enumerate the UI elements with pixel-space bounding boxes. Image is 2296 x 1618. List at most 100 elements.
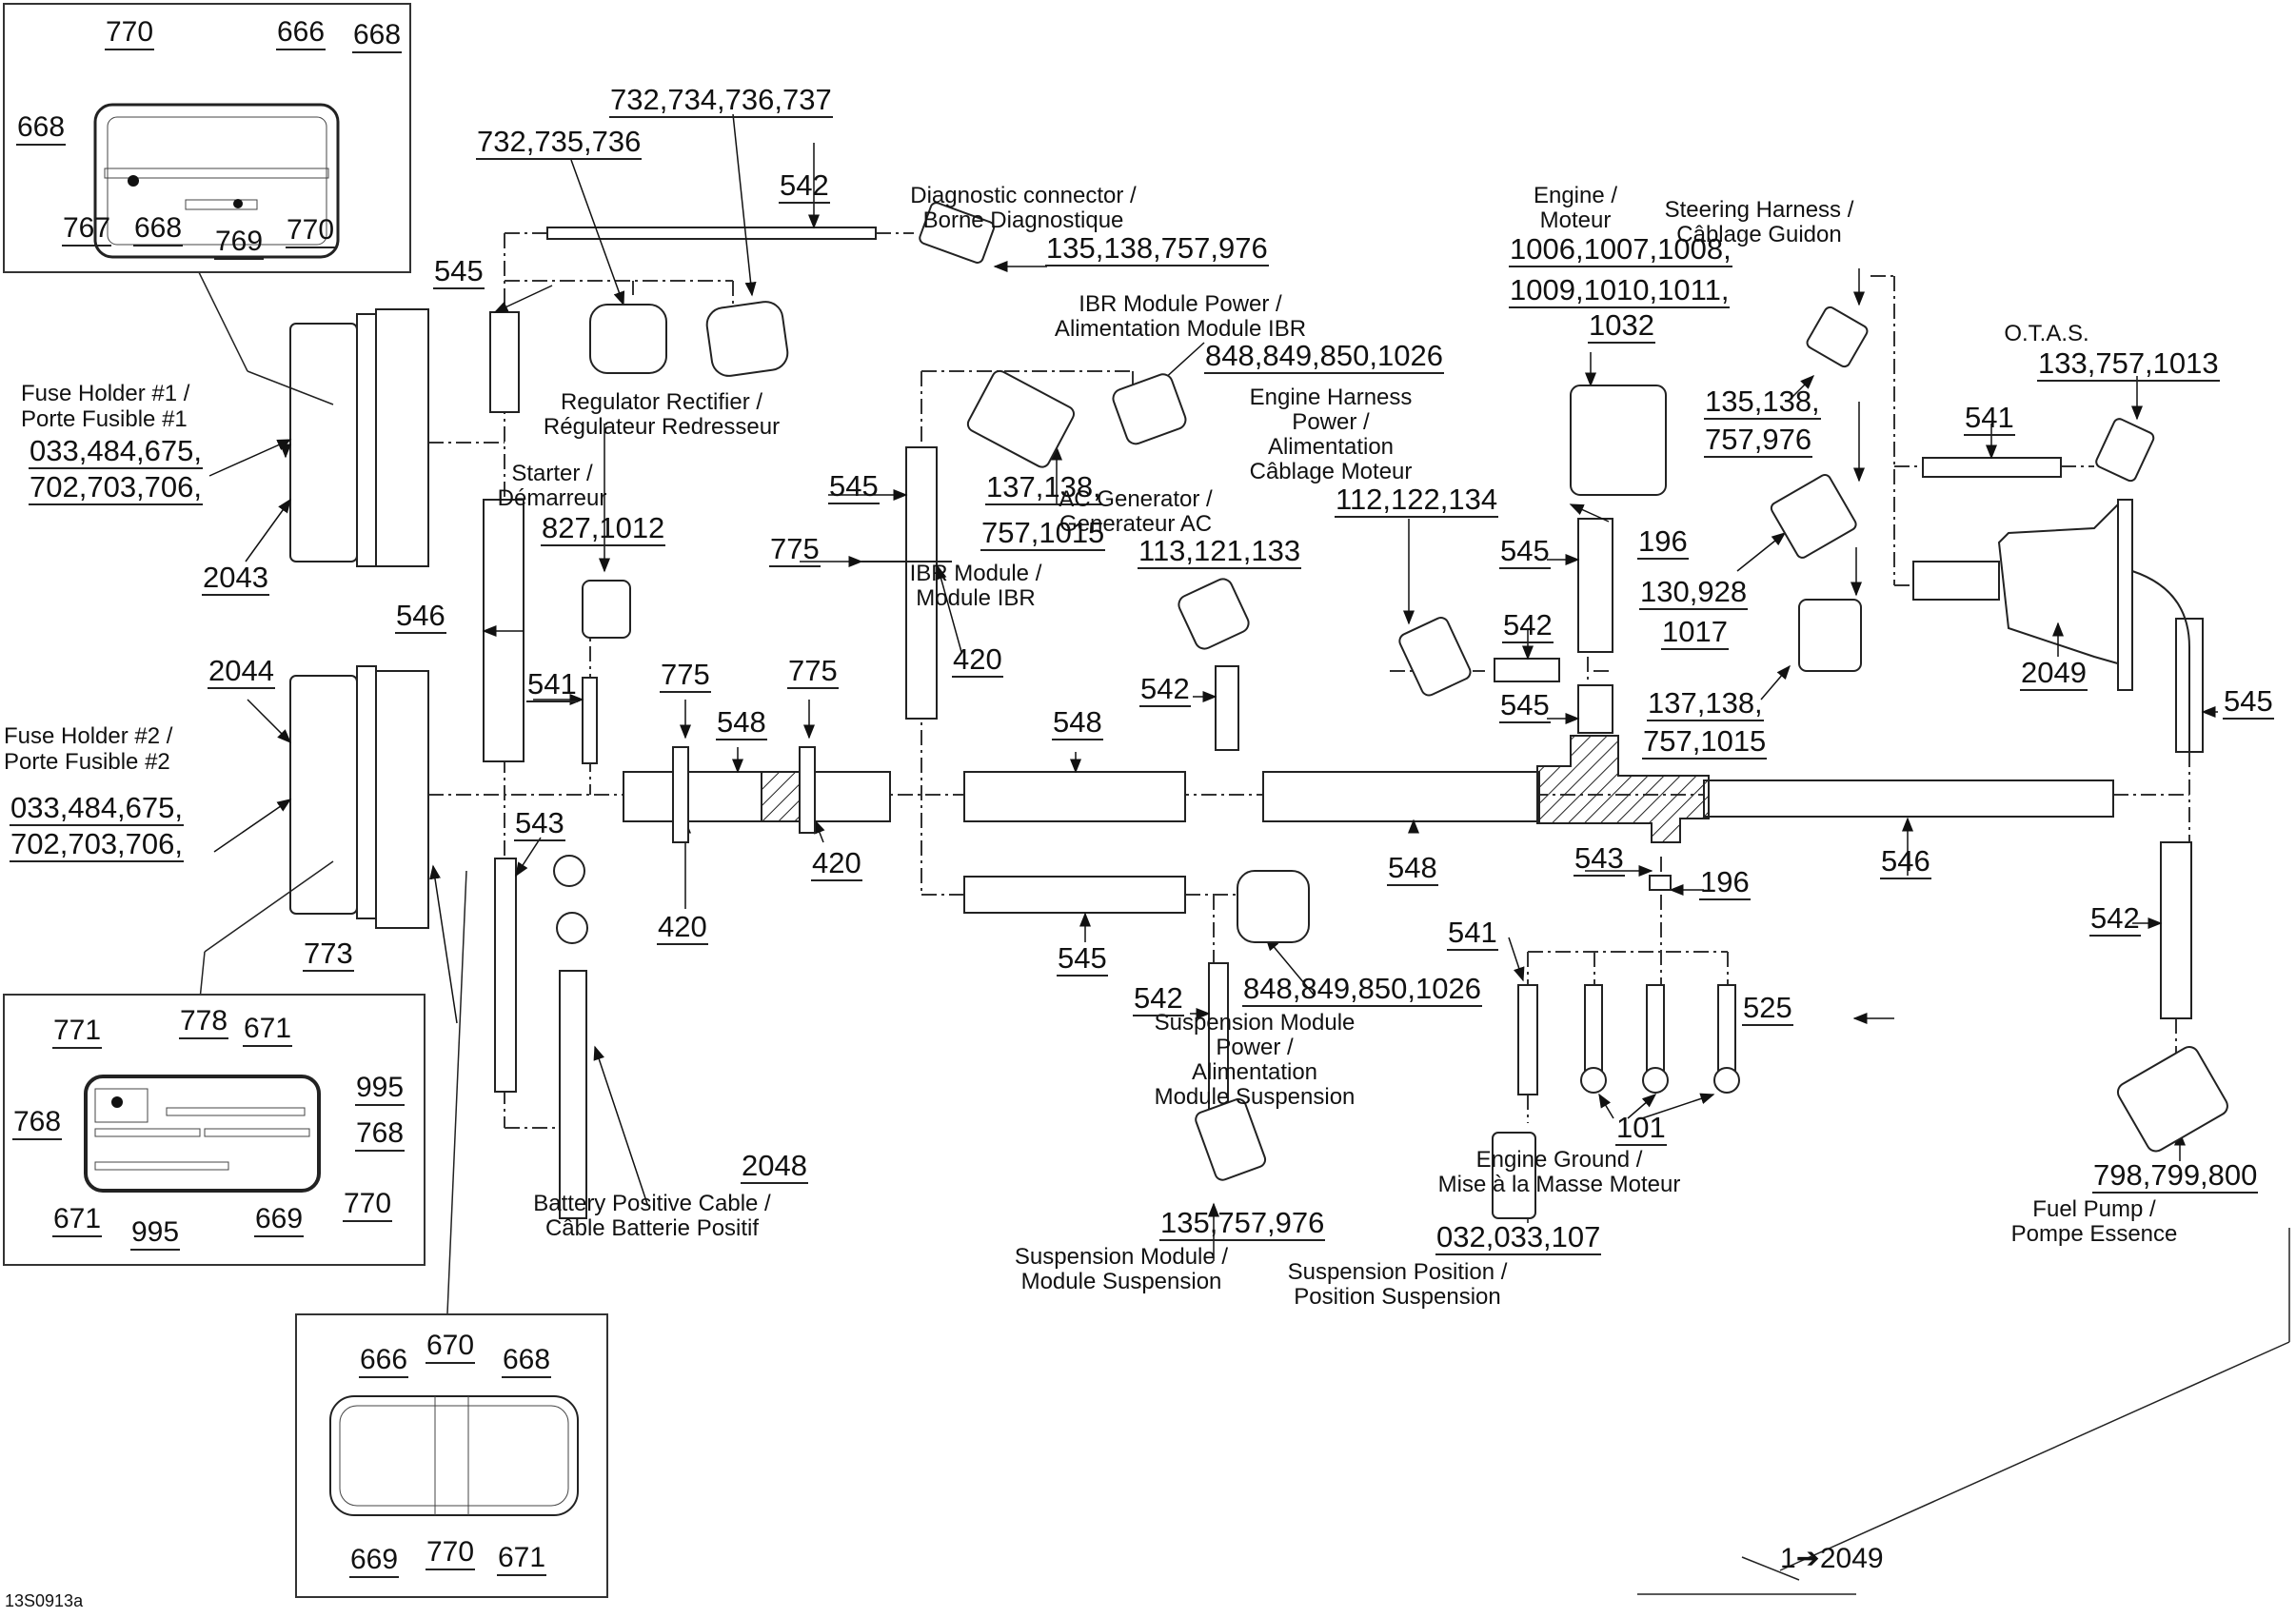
fuse-holder-2-caption: Fuse Holder #2 / Porte Fusible #2 [4, 723, 173, 775]
fuel-pump-parts: 798,799,800 [2092, 1158, 2259, 1194]
regulator-parts-a: 732,735,736 [476, 125, 643, 160]
connector-face-2 [84, 1075, 321, 1193]
fuse-holder-2-parts-line1: 033,484,675, [10, 791, 185, 826]
inset2-label-778: 778 [179, 1005, 229, 1039]
ibr-module-caption: IBR Module / Module IBR [909, 561, 1042, 611]
otas-connector [2095, 418, 2155, 483]
fuse-holder-2-sub-773: 773 [303, 937, 354, 972]
label-542-d: 542 [1502, 608, 1554, 643]
label-541-b: 541 [1447, 916, 1498, 951]
engine-connector [1570, 385, 1667, 496]
diagnostic-caption: Diagnostic connector / Borne Diagnostiqu… [910, 183, 1137, 233]
label-420-c: 420 [952, 642, 1003, 678]
sleeve-548-b [963, 771, 1186, 822]
label-545-c: 545 [1057, 941, 1108, 977]
diagnostic-connector [919, 202, 996, 264]
label-548-c: 548 [1387, 851, 1438, 886]
fuse-holder-1-body [289, 323, 358, 562]
steering-connector-b [1770, 473, 1857, 559]
inset1-label-668-bottom: 668 [133, 212, 184, 247]
inset2-label-995-bottom: 995 [130, 1216, 181, 1251]
engine-caption: Engine / Moteur [1533, 183, 1618, 233]
label-541-c: 541 [1964, 401, 2015, 436]
inset1-label-770-bottom: 770 [286, 214, 336, 248]
inset-connector-1: 770 666 668 668 767 668 769 770 [3, 3, 411, 273]
connector-face-1 [93, 103, 340, 259]
starter-connector [582, 580, 631, 639]
connector-face-3 [329, 1395, 579, 1516]
sleeve-525-a [1584, 984, 1603, 1081]
ibr-module-parts-line2: 757,1015 [980, 516, 1106, 551]
fuse-holder-2-ref: 2044 [208, 654, 275, 689]
label-545-b: 545 [828, 469, 880, 504]
fuse-holder-1-parts-line1: 033,484,675, [29, 434, 204, 469]
steering-parts-b-line2: 1017 [1661, 615, 1729, 650]
inset2-label-671-bottom: 671 [52, 1203, 103, 1237]
inset1-label-769: 769 [214, 226, 265, 260]
suspension-module-caption: Suspension Module / Module Suspension [1014, 1244, 1229, 1294]
steering-parts-c-line2: 757,1015 [1642, 724, 1768, 760]
label-546-b: 546 [1880, 844, 1931, 879]
label-545-e: 545 [1499, 688, 1551, 723]
label-542-e: 542 [2089, 901, 2141, 937]
sleeve-542-top [546, 227, 877, 240]
sleeve-541-b [1517, 984, 1538, 1095]
fuse-holder-2-body [289, 675, 358, 915]
sleeve-546-b [1703, 779, 2114, 818]
diagram-code: 13S0913a [5, 1591, 84, 1610]
fuel-pump-caption: Fuel Pump / Pompe Essence [2010, 1196, 2178, 1247]
suspension-module-parts: 135,757,976 [1159, 1206, 1326, 1241]
regulator-connector-b [705, 301, 789, 377]
inset2-label-768-right: 768 [355, 1117, 406, 1152]
regulator-connector-a [589, 304, 667, 374]
sleeve-543-a [494, 858, 517, 1093]
inset3-label-671: 671 [497, 1542, 547, 1576]
boot-ref-2049: 2049 [2020, 656, 2088, 691]
sleeve-545-e [1577, 684, 1613, 734]
steering-parts-c-line1: 137,138, [1647, 686, 1764, 721]
sleeve-541-a [582, 677, 598, 764]
label-196-b: 196 [1699, 865, 1751, 900]
inset1-label-767: 767 [62, 212, 112, 247]
suspension-power-caption: Suspension Module Power / Alimentation M… [1154, 1010, 1356, 1110]
suspension-power-connector [1237, 870, 1310, 943]
engine-ground-caption: Engine Ground / Mise à la Masse Moteur [1437, 1147, 1681, 1197]
inset2-label-669: 669 [254, 1203, 305, 1237]
ac-generator-caption: AC Generator / Generateur AC [1059, 486, 1213, 537]
label-775-b: 775 [787, 654, 839, 689]
engine-harness-power-caption: Engine Harness Power / Alimentation Câbl… [1249, 385, 1413, 484]
fuel-pump-connector [2116, 1046, 2228, 1153]
label-420-b: 420 [811, 846, 862, 881]
steering-parts-b-line1: 130,928 [1639, 575, 1749, 610]
fuse-holder-1-ref: 2043 [202, 561, 269, 596]
label-548-b: 548 [1052, 705, 1103, 740]
sleeve-548-a [623, 771, 891, 822]
boot-2049 [1997, 502, 2129, 668]
sleeve-545-a [489, 311, 520, 413]
battery-cable-ref: 2048 [741, 1149, 808, 1184]
ac-generator-parts: 113,121,133 [1138, 534, 1302, 569]
starter-parts: 827,1012 [541, 511, 666, 546]
sleeve-541-c [1922, 457, 2062, 478]
sleeve-542-c [1215, 665, 1239, 751]
sleeve-542-e [2160, 841, 2192, 1019]
engine-ground-parts: 101 [1615, 1111, 1667, 1146]
label-545-a: 545 [433, 254, 485, 289]
fuse-holder-2-parts-line2: 702,703,706, [10, 827, 185, 862]
ac-generator-connector [1178, 578, 1250, 650]
otas-parts: 133,757,1013 [2037, 346, 2220, 382]
battery-cable-body [559, 970, 587, 1219]
inset1-label-668-left: 668 [16, 111, 67, 146]
otas-caption: O.T.A.S. [2004, 321, 2089, 346]
inset1-label-770: 770 [105, 16, 155, 50]
steering-harness-caption: Steering Harness / Câblage Guidon [1664, 197, 1854, 247]
label-541-a: 541 [526, 667, 578, 702]
suspension-power-parts: 848,849,850,1026 [1242, 972, 1482, 1007]
inset2-label-770: 770 [343, 1188, 393, 1222]
fuse-holder-1-parts-line2: 702,703,706, [29, 470, 204, 505]
suspension-module-connector [1195, 1097, 1267, 1181]
inset3-label-668: 668 [502, 1344, 552, 1378]
starter-caption: Starter / Démarreur [497, 461, 607, 511]
